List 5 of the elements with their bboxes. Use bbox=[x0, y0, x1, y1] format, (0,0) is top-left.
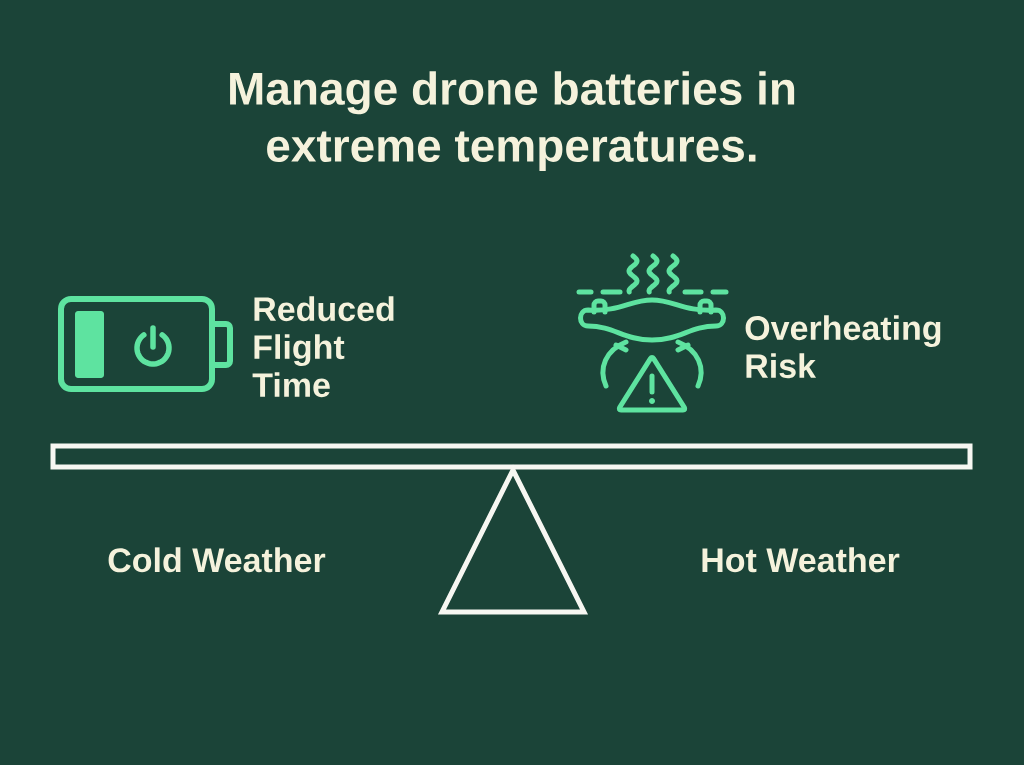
text-label: Reduced Flight Time bbox=[252, 296, 394, 398]
title: Manage drone batteries in extreme temperatures. bbox=[230, 71, 795, 172]
text-label: Hot Weather bbox=[702, 547, 900, 573]
text-label: Overheating Risk bbox=[745, 315, 941, 379]
text-label: Cold Weather bbox=[108, 547, 326, 573]
